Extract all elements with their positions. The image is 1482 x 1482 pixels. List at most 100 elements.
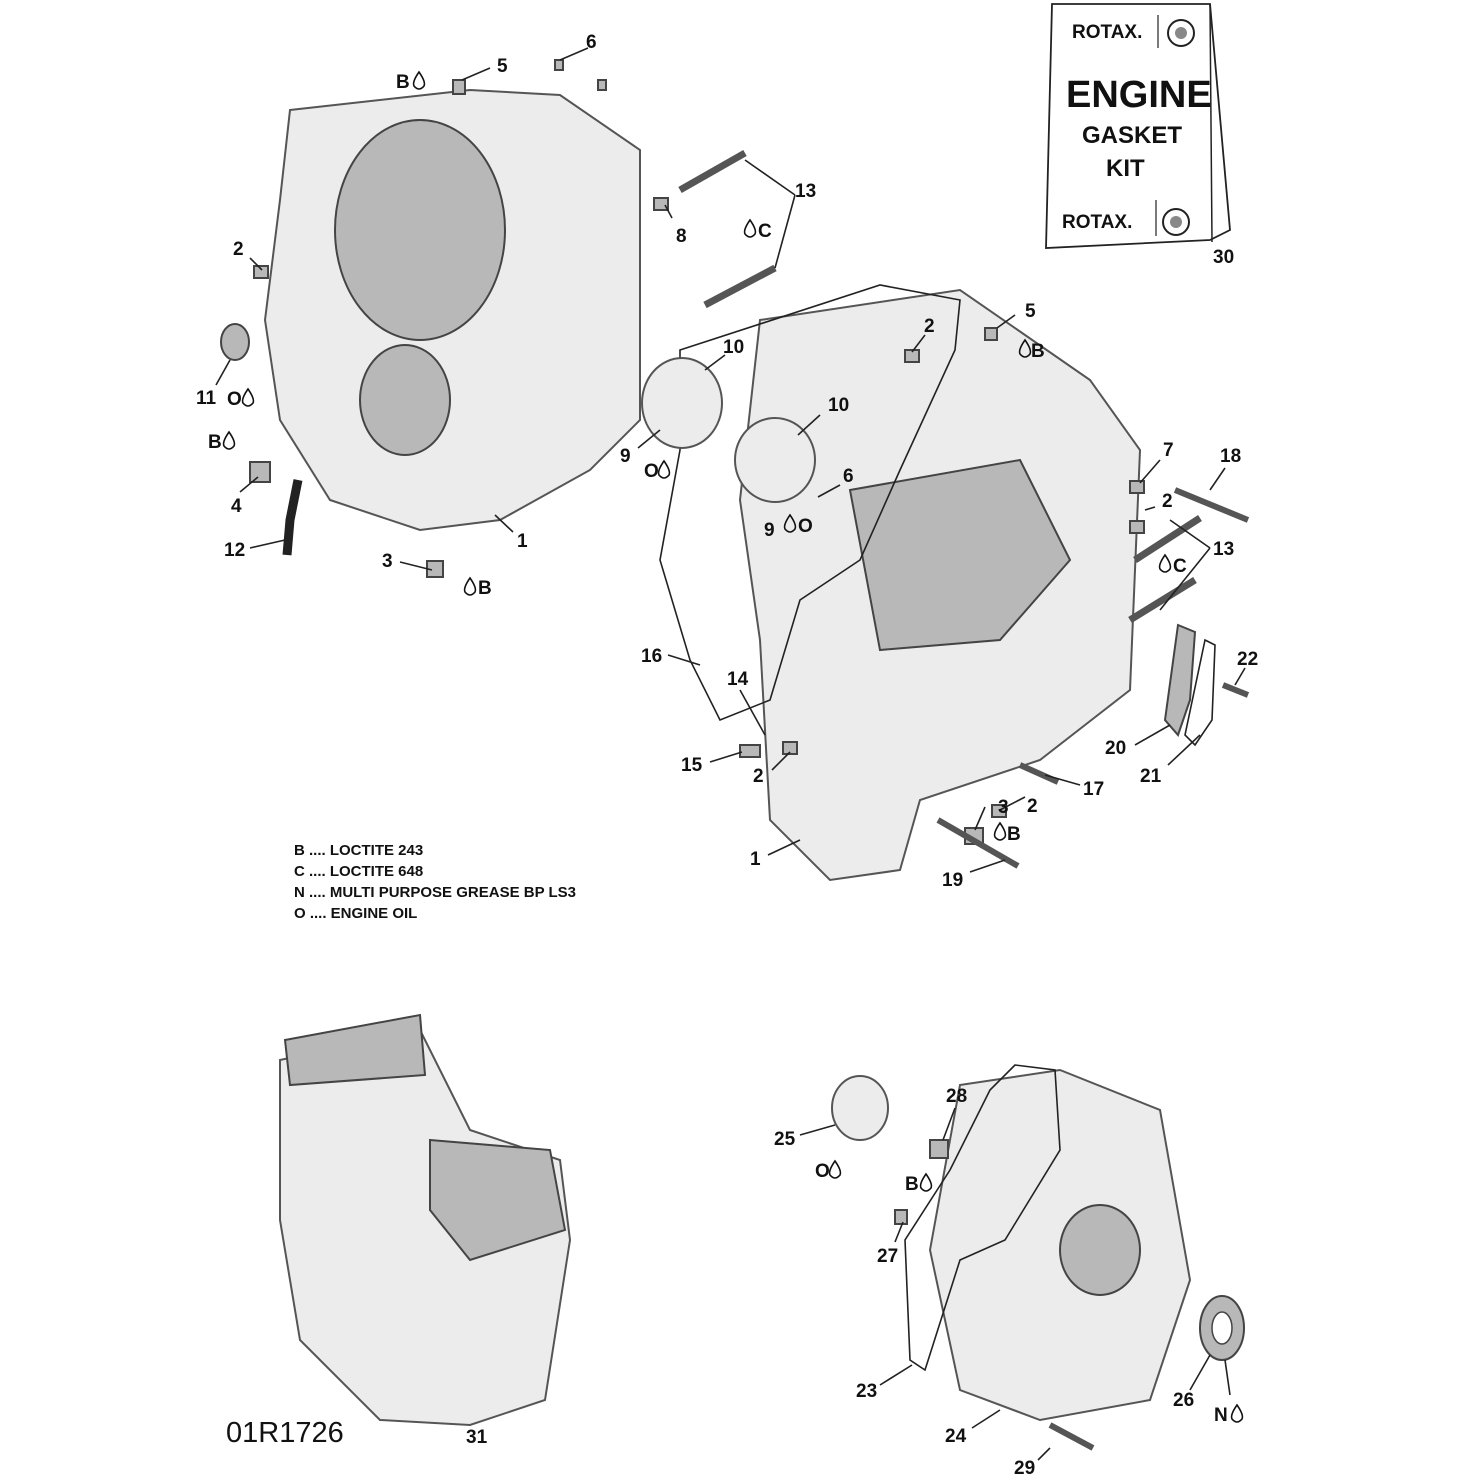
diagram-code: 01R1726	[226, 1417, 344, 1449]
callout-31: 31	[466, 1427, 488, 1448]
callout-1: 1	[517, 531, 528, 552]
drop-icon	[1158, 553, 1172, 573]
svg-text:C: C	[758, 221, 772, 242]
drop-icon	[1230, 1403, 1244, 1423]
marker-c: C	[1158, 553, 1187, 577]
pipe-12	[282, 479, 303, 556]
svg-text:B: B	[478, 578, 492, 599]
drop-icon	[412, 70, 426, 90]
marker-o: O	[815, 1159, 842, 1182]
callout-9: 9	[764, 520, 775, 541]
callout-21: 21	[1140, 766, 1162, 787]
callout-27: 27	[877, 1246, 898, 1267]
crankcase-left-half	[263, 88, 641, 532]
callout-2: 2	[1162, 491, 1173, 512]
callout-26: 26	[1173, 1390, 1194, 1411]
marker-b: B	[208, 430, 236, 453]
svg-text:O: O	[815, 1161, 830, 1182]
callout-9: 9	[620, 446, 631, 467]
drop-icon	[783, 513, 797, 533]
marker-n: N	[1214, 1403, 1244, 1426]
marker-b: B	[993, 821, 1021, 845]
callout-30: 30	[1213, 247, 1234, 268]
drop-icon	[463, 576, 477, 596]
callout-18: 18	[1220, 446, 1241, 467]
callout-11: 11	[196, 388, 217, 409]
callout-29: 29	[1014, 1458, 1035, 1479]
drop-icon	[993, 821, 1007, 841]
svg-text:N: N	[1214, 1405, 1228, 1426]
callout-2: 2	[924, 316, 935, 337]
callout-3: 3	[382, 551, 393, 572]
callout-10: 10	[828, 395, 849, 416]
callout-6: 6	[586, 32, 597, 53]
callout-2: 2	[233, 239, 244, 260]
legend-item: B .... LOCTITE 243	[294, 842, 424, 859]
kit-title: ENGINE	[1066, 74, 1212, 116]
marker-c: C	[743, 218, 772, 242]
kit-brand-top: ROTAX.	[1072, 22, 1142, 43]
callout-2: 2	[1027, 796, 1038, 817]
markers: B O B B C O O B C B O B N	[208, 70, 1244, 1426]
callout-17: 17	[1083, 779, 1104, 800]
drop-icon	[1018, 338, 1032, 358]
svg-text:B: B	[905, 1174, 919, 1195]
leader-lines	[215, 47, 1246, 1461]
callout-1: 1	[750, 849, 761, 870]
callout-2: 2	[753, 766, 764, 787]
callout-5: 5	[1025, 301, 1036, 322]
svg-text:B: B	[208, 432, 222, 453]
crankcase-right-half	[738, 288, 1142, 882]
drop-icon	[222, 430, 236, 450]
drop-icon	[828, 1159, 842, 1179]
callout-15: 15	[681, 755, 703, 776]
callout-24: 24	[945, 1426, 967, 1447]
legend-item: N .... MULTI PURPOSE GREASE BP LS3	[294, 884, 576, 901]
marker-b: B	[905, 1172, 933, 1195]
callout-23: 23	[856, 1381, 877, 1402]
marker-o: O	[783, 513, 813, 537]
callout-13: 13	[1213, 539, 1234, 560]
svg-text:B: B	[1031, 341, 1045, 362]
callout-14: 14	[727, 669, 749, 690]
callout-4: 4	[231, 496, 242, 517]
callout-25: 25	[774, 1129, 796, 1150]
marker-b: B	[463, 576, 492, 599]
kit-brand-bottom: ROTAX.	[1062, 212, 1132, 233]
kit-subtitle-1: GASKET	[1082, 122, 1182, 149]
bearing-25	[831, 1075, 889, 1141]
bearing-9-center	[734, 417, 816, 503]
svg-text:O: O	[798, 516, 813, 537]
bearing-9-top	[641, 357, 723, 449]
legend-item: O .... ENGINE OIL	[294, 905, 418, 922]
callout-13: 13	[795, 181, 816, 202]
callout-3: 3	[998, 797, 1009, 818]
marker-b: B	[396, 70, 426, 93]
drop-icon	[657, 459, 671, 479]
callout-28: 28	[946, 1086, 967, 1107]
svg-text:O: O	[644, 461, 659, 482]
oil-seal-11	[220, 323, 250, 361]
callout-6: 6	[843, 466, 854, 487]
marker-o: O	[644, 459, 671, 482]
svg-text:C: C	[1173, 556, 1187, 577]
oil-seal-26	[1199, 1295, 1245, 1361]
svg-text:B: B	[1007, 824, 1021, 845]
callout-7: 7	[1163, 440, 1174, 461]
marker-o: O	[227, 387, 255, 410]
callout-5: 5	[497, 56, 508, 77]
callout-19: 19	[942, 870, 963, 891]
svg-text:O: O	[227, 389, 242, 410]
callout-20: 20	[1105, 738, 1126, 759]
callout-8: 8	[676, 226, 687, 247]
legend-item: C .... LOCTITE 648	[294, 863, 424, 880]
small-fasteners	[249, 59, 1250, 1451]
callout-10: 10	[723, 337, 744, 358]
engine-gasket-kit: ROTAX. ENGINE GASKET KIT ROTAX.	[1045, 3, 1231, 249]
drop-icon	[919, 1172, 933, 1192]
magneto-cover-gasket	[904, 1064, 1061, 1372]
magneto-cover	[928, 1068, 1192, 1422]
callout-12: 12	[224, 540, 245, 561]
marker-b: B	[1018, 338, 1045, 362]
